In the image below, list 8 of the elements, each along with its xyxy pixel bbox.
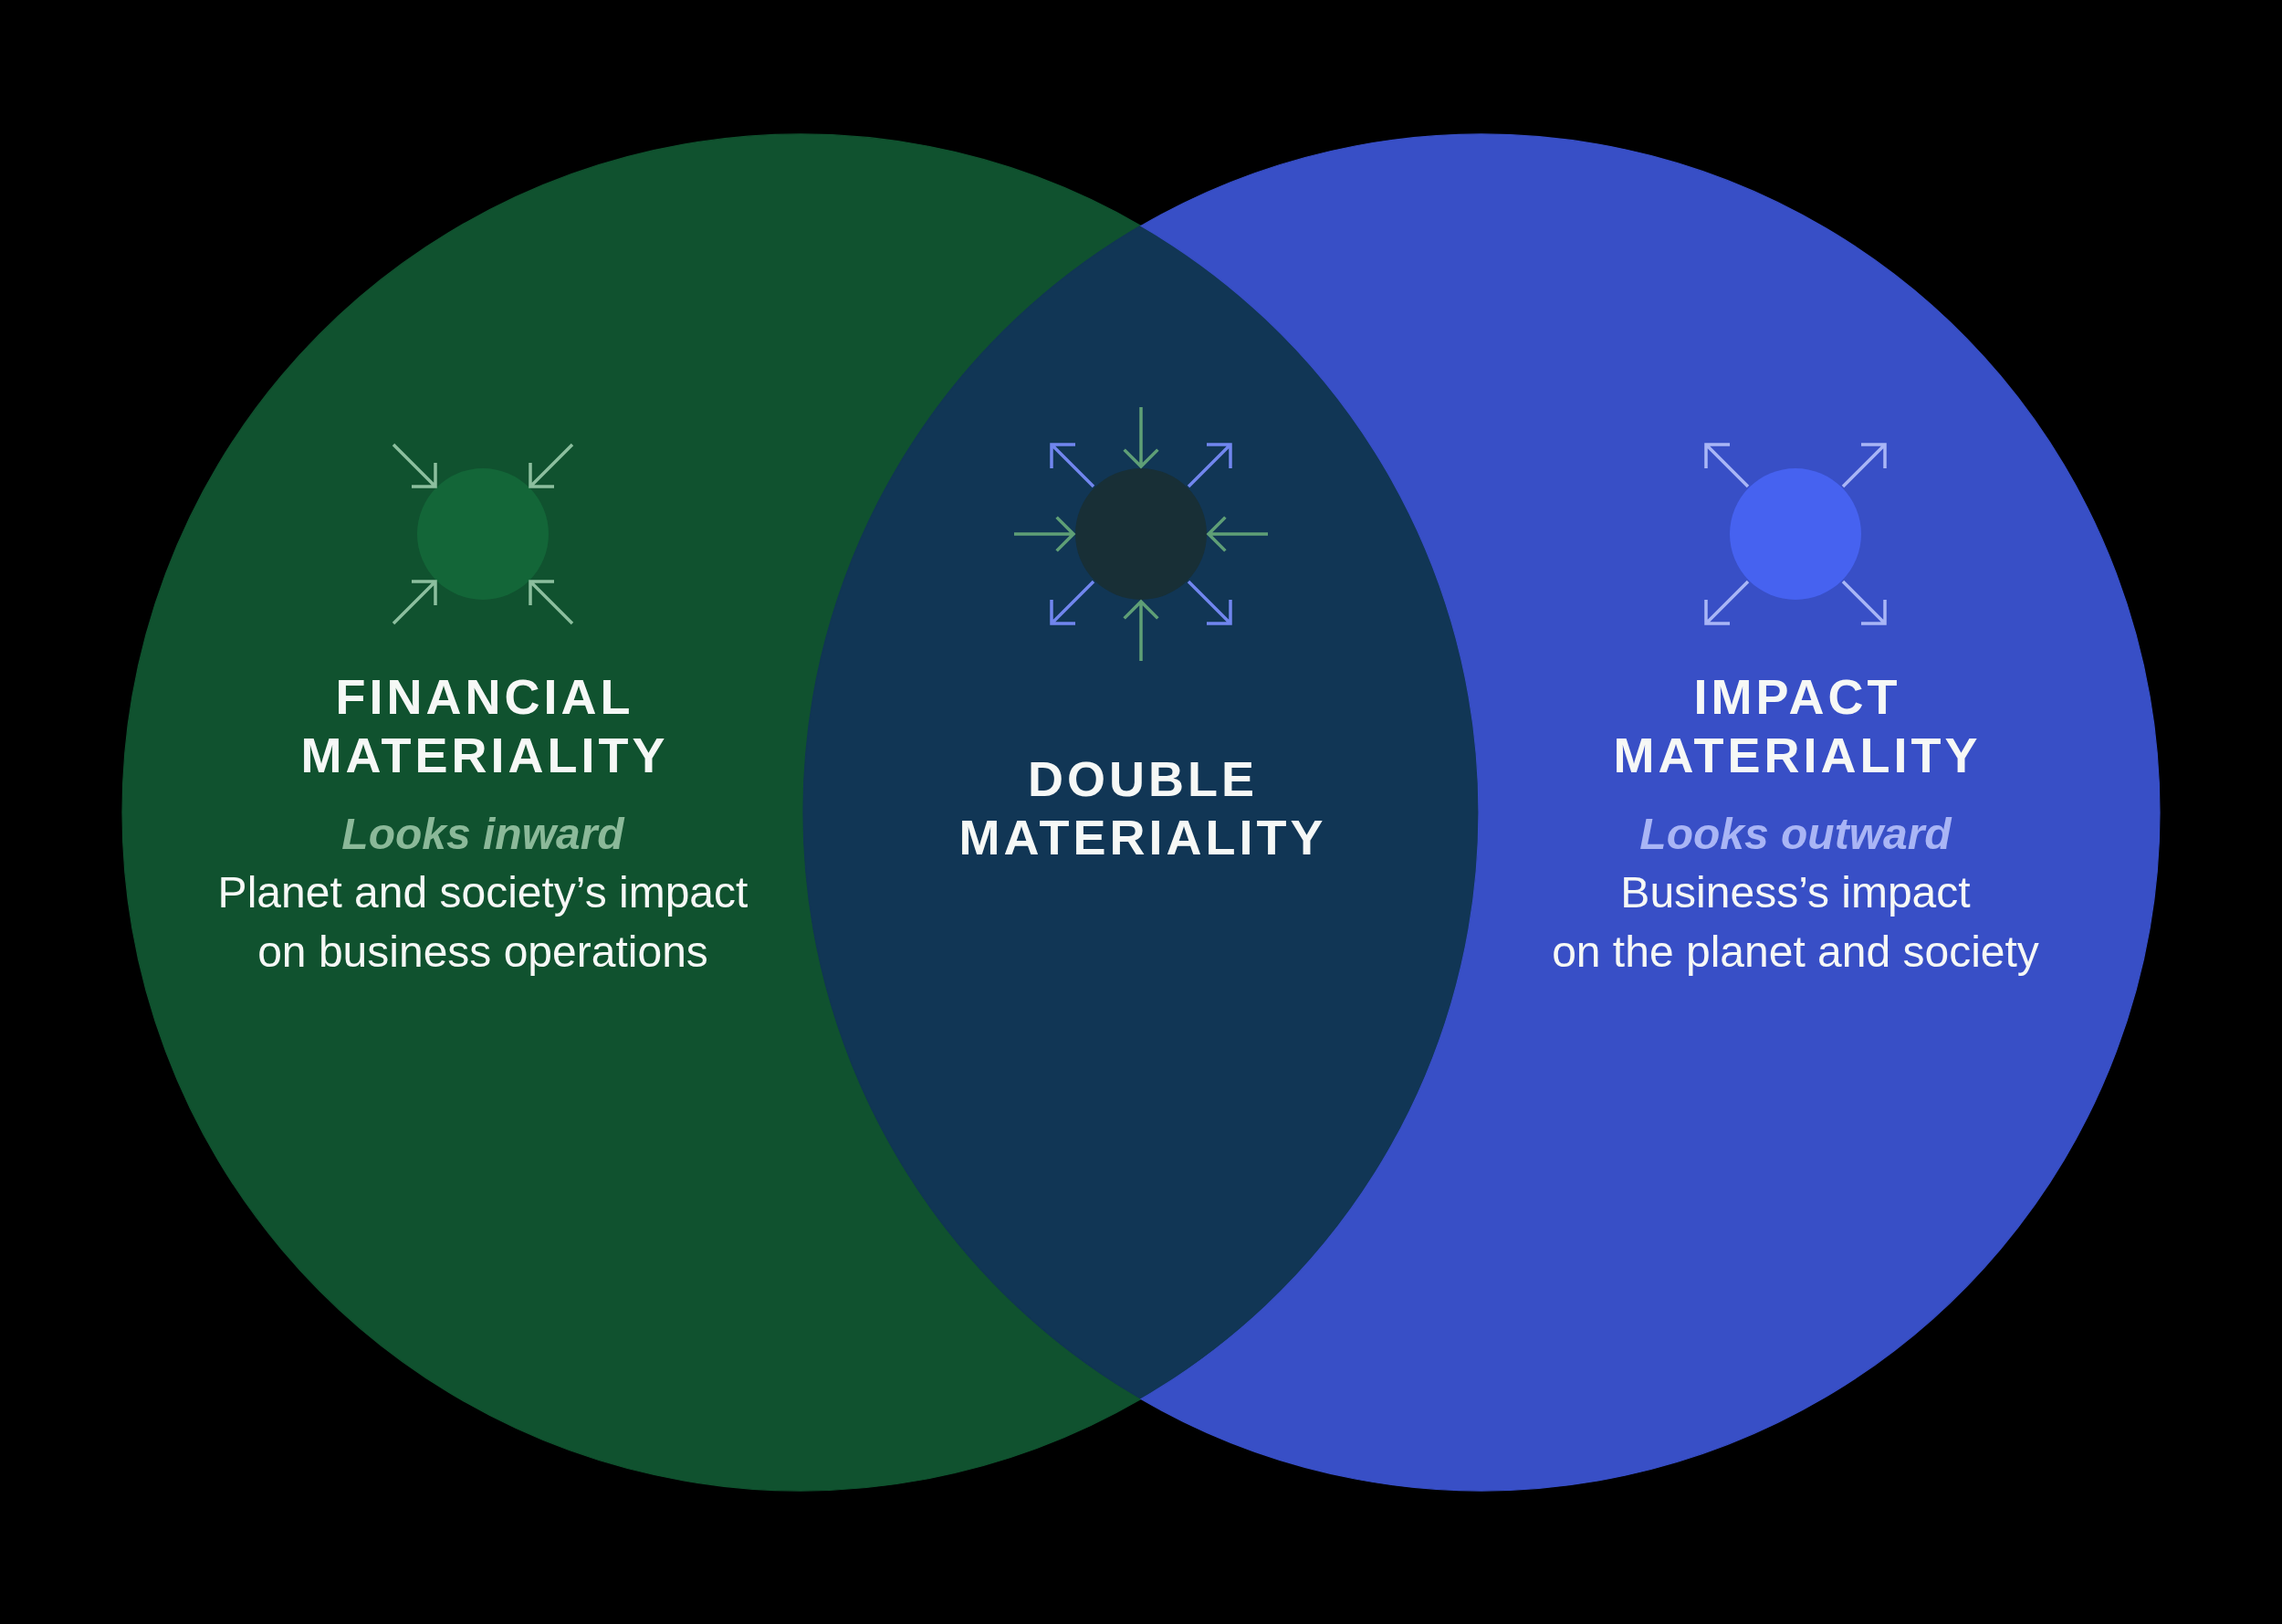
- venn-overlap: [803, 225, 1479, 1399]
- tagline: Looks inward: [341, 809, 624, 860]
- description: Planet and society’s impact on business operations: [217, 867, 748, 978]
- section-title: IMPACT MATERIALITY: [1612, 668, 1982, 784]
- tagline: Looks outward: [1639, 809, 1952, 860]
- section-title: FINANCIAL MATERIALITY: [299, 668, 669, 784]
- section-title: DOUBLE MATERIALITY: [958, 750, 1327, 866]
- description: Business’s impact on the planet and society: [1552, 867, 2039, 978]
